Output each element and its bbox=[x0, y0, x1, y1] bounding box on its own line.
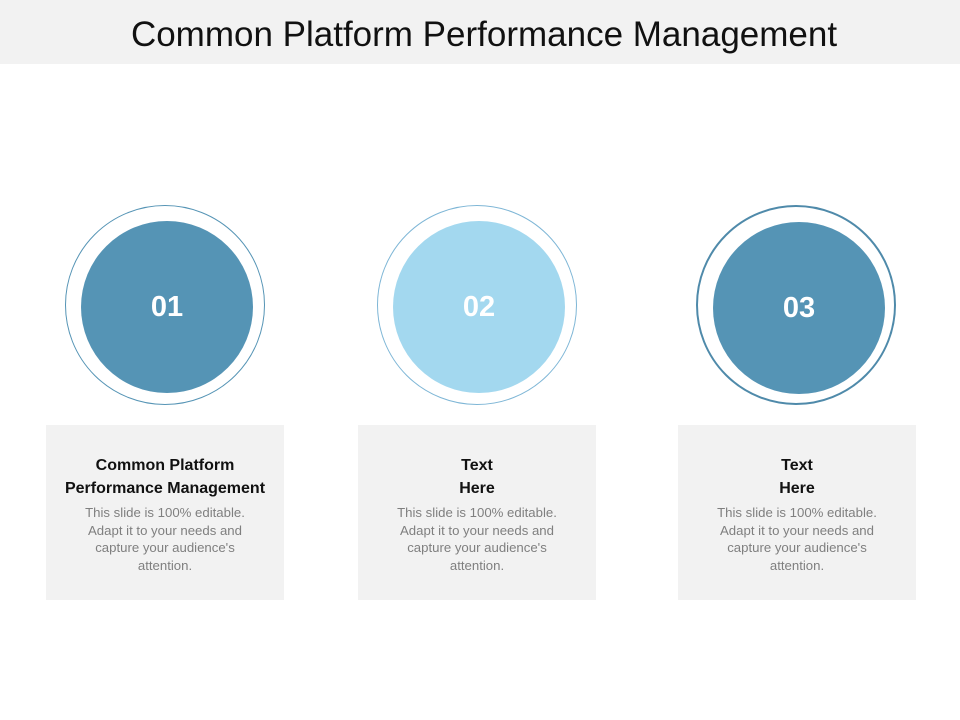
step-1-card: Common Platform Performance Management T… bbox=[46, 425, 284, 600]
page-title: Common Platform Performance Management bbox=[130, 15, 838, 54]
step-3-number: 03 bbox=[713, 222, 885, 394]
step-1-heading-line-1: Common Platform bbox=[95, 457, 235, 474]
step-1-circle: 01 bbox=[65, 205, 265, 405]
step-3-heading-line-2: Here bbox=[779, 480, 815, 497]
title-bar bbox=[0, 0, 960, 64]
step-2-heading-line-2: Here bbox=[459, 480, 495, 497]
step-3-heading: Text Here bbox=[672, 454, 922, 500]
step-3-circle: 03 bbox=[696, 205, 896, 405]
step-2-heading-line-1: Text bbox=[461, 457, 493, 474]
step-2-card: Text Here This slide is 100% editable. A… bbox=[358, 425, 596, 600]
step-3-heading-line-1: Text bbox=[781, 457, 813, 474]
step-2-heading: Text Here bbox=[352, 454, 602, 500]
step-3-card: Text Here This slide is 100% editable. A… bbox=[678, 425, 916, 600]
step-3-body: This slide is 100% editable. Adapt it to… bbox=[717, 505, 877, 573]
step-1-number: 01 bbox=[81, 221, 253, 393]
step-2-number: 02 bbox=[393, 221, 565, 393]
step-2-body: This slide is 100% editable. Adapt it to… bbox=[397, 505, 557, 573]
step-1-heading-line-2: Performance Management bbox=[64, 480, 266, 497]
step-1-heading: Common Platform Performance Management bbox=[40, 454, 290, 500]
step-2-circle: 02 bbox=[377, 205, 577, 405]
step-1-body: This slide is 100% editable. Adapt it to… bbox=[85, 505, 245, 573]
